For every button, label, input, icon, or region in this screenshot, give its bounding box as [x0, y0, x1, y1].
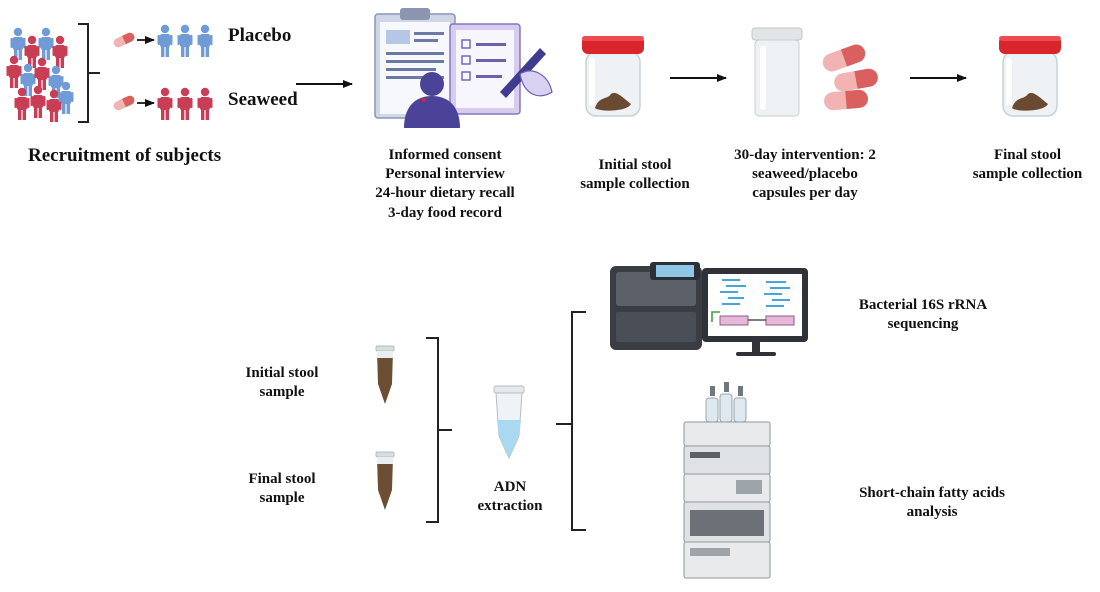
sequencer-icon — [610, 262, 702, 350]
initial-sample-label: Initial stool sample — [245, 365, 319, 401]
interview-clipboard-icon — [374, 8, 553, 128]
subjects-crowd-icon — [6, 27, 74, 122]
initial-stool-jar-icon — [581, 35, 645, 117]
placebo-group-label: Placebo — [228, 25, 292, 46]
capsule-bottle-icon — [751, 27, 803, 117]
final-stool-jar-icon — [998, 35, 1062, 117]
consent-step-label: Informed consent Personal interview 24-h… — [375, 147, 515, 221]
initial-collection-label: Initial stool sample collection — [580, 157, 690, 193]
recruitment-caption: Recruitment of subjects — [28, 145, 222, 166]
samples-bracket — [426, 337, 452, 523]
final-sample-tube-icon — [375, 451, 395, 511]
seaweed-pill-icon — [112, 94, 136, 112]
intervention-label: 30-day intervention: 2 seaweed/placebo c… — [734, 147, 876, 202]
analyses-bracket — [556, 311, 586, 531]
initial-sample-tube-icon — [375, 345, 395, 405]
placebo-pill-icon — [112, 31, 136, 49]
final-collection-label: Final stool sample collection — [972, 147, 1083, 183]
placebo-group-icon — [157, 24, 213, 57]
sequencing-label: Bacterial 16S rRNA sequencing — [858, 297, 988, 333]
extraction-label: ADN extraction — [477, 479, 543, 515]
final-sample-label: Final stool sample — [248, 471, 316, 507]
seaweed-group-icon — [157, 87, 213, 120]
seaweed-group-label: Seaweed — [228, 89, 298, 110]
scfa-analysis-label: Short-chain fatty acids analysis — [859, 485, 1005, 521]
capsules-icon — [822, 44, 878, 111]
extraction-tube-icon — [493, 385, 525, 460]
group-split-bracket — [78, 23, 100, 123]
hplc-instrument-icon — [683, 382, 771, 579]
sequencing-monitor-icon — [702, 268, 808, 356]
